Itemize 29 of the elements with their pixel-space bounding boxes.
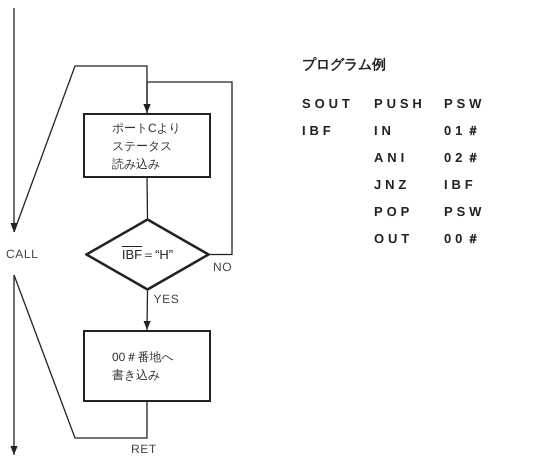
code-text: IN (374, 124, 395, 137)
edge-label: YES (152, 293, 180, 305)
code-text: PUSH (374, 97, 426, 110)
code-text: 01＃ (444, 124, 484, 137)
process-box (83, 113, 211, 178)
condition-text: IBF＝“H” (122, 246, 174, 264)
code-text: POP (374, 205, 414, 218)
call-label: CALL (6, 246, 38, 262)
code-text: OUT (374, 232, 414, 245)
connector-arrow (10, 275, 18, 455)
code-text: PSW (444, 205, 486, 218)
edge-label: NO (212, 260, 234, 272)
code-text: JNZ (374, 178, 410, 191)
process-text: 00＃番地へ書き込み (112, 349, 174, 384)
connector-arrow (143, 81, 233, 256)
code-text: 02＃ (444, 151, 484, 164)
decision-diamond (85, 218, 210, 291)
connector-arrow (10, 8, 18, 232)
code-text: 00＃ (444, 232, 484, 245)
process-text: ポートCよりステータス読み込み (112, 120, 182, 172)
code-text: PSW (444, 97, 486, 110)
connector-arrow (144, 291, 151, 330)
code-text: IBF (302, 124, 335, 137)
edge-label: RET (130, 443, 158, 455)
code-text: ANI (374, 151, 408, 164)
code-text: IBF (444, 178, 477, 191)
process-box (83, 330, 211, 402)
code-text: SOUT (302, 97, 354, 110)
program-heading: プログラム例 (302, 55, 386, 74)
